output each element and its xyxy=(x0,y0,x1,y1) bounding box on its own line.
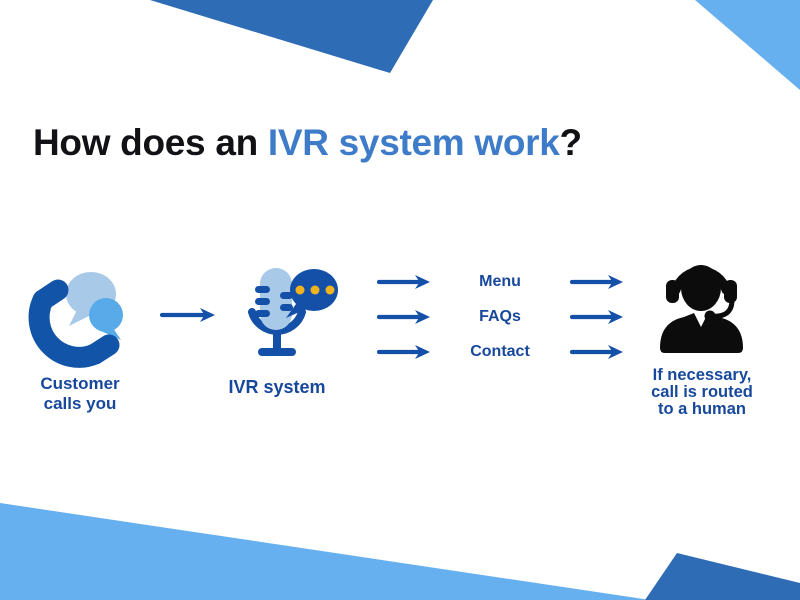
speech-bubble-tail xyxy=(286,304,306,318)
corner-shape-top-right xyxy=(695,0,800,90)
ivr-caption: IVR system xyxy=(228,377,326,397)
customer-caption: Customer calls you xyxy=(40,374,120,413)
phone-handset xyxy=(28,279,120,368)
mic-stem xyxy=(273,332,281,348)
chat-bubble-large-tail xyxy=(69,310,93,326)
speech-bubble-dots xyxy=(295,285,335,295)
chat-bubble-small xyxy=(89,298,123,332)
microphone-with-speech-bubble-icon xyxy=(248,268,338,356)
right-arrow-icon xyxy=(376,274,430,289)
phone-with-chat-bubbles-icon xyxy=(28,272,123,368)
right-arrow-icon xyxy=(376,344,430,359)
agent-silhouette xyxy=(660,265,743,353)
option-row-menu: Menu xyxy=(376,264,624,299)
mic-grill-bars xyxy=(255,286,293,317)
support-agent-headset-icon xyxy=(660,265,743,353)
agent-torso xyxy=(660,313,743,353)
option-row-contact: Contact xyxy=(376,334,624,369)
right-arrow-icon xyxy=(376,309,430,324)
page-title: How does an IVR system work? xyxy=(33,122,582,164)
option-row-faqs: FAQs xyxy=(376,299,624,334)
chat-bubble-small-tail xyxy=(101,328,121,340)
right-arrow-icon xyxy=(569,274,623,289)
ivr-options: Menu FAQs Contact xyxy=(376,264,624,369)
headset-earcup-left xyxy=(666,280,679,303)
option-label-faqs: FAQs xyxy=(479,307,521,325)
agent-caption: If necessary, call is routed to a human xyxy=(651,366,753,418)
title-black-prefix: How does an xyxy=(33,122,268,163)
right-arrow-icon xyxy=(159,308,215,322)
option-label-contact: Contact xyxy=(470,342,530,360)
option-label-menu: Menu xyxy=(479,272,521,290)
title-highlight: IVR system work xyxy=(267,122,560,163)
corner-shape-bottom-left xyxy=(0,503,650,600)
headset-band xyxy=(671,266,731,295)
right-arrow-icon xyxy=(569,309,623,324)
corner-shape-top-left xyxy=(150,0,433,73)
title-black-suffix: ? xyxy=(559,122,583,163)
mic-base xyxy=(258,348,296,356)
right-arrow-icon xyxy=(569,344,623,359)
headset-earcup-right xyxy=(724,280,737,303)
mic-cradle xyxy=(248,308,306,335)
corner-shape-bottom-right xyxy=(645,553,800,600)
